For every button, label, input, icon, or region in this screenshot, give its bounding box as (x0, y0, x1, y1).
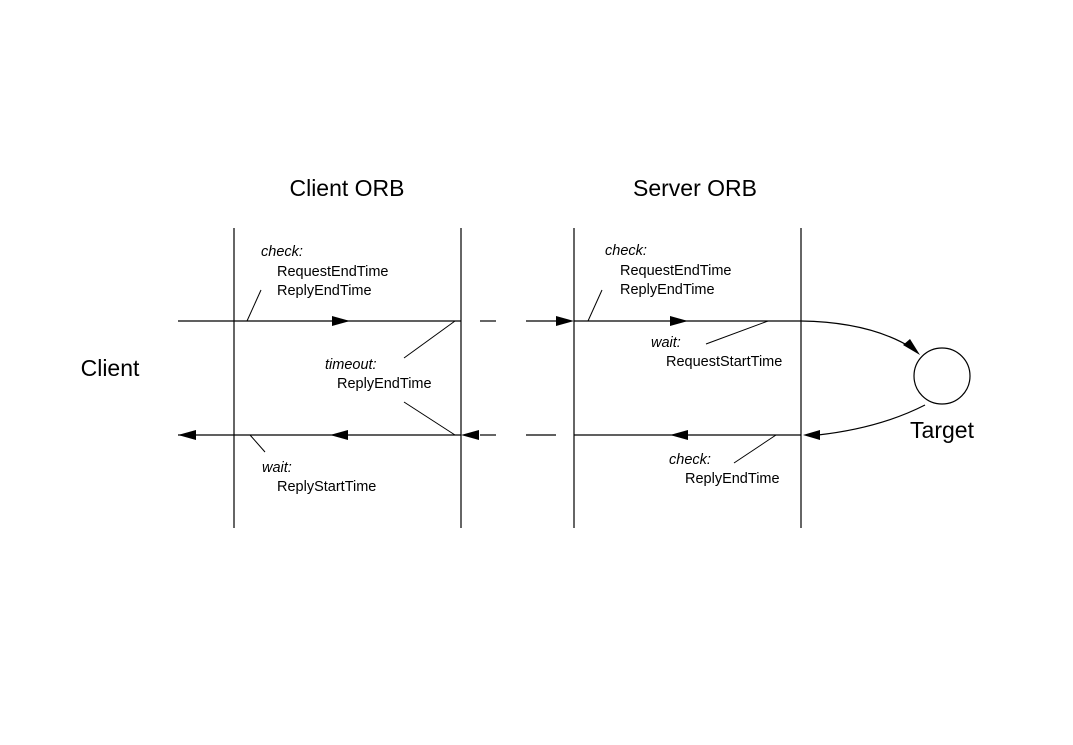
reply-arrowhead-client (330, 430, 348, 440)
leader-client-timeout-bottom (403, 401, 456, 436)
leader-client-request (246, 289, 262, 322)
leader-server-reply (733, 434, 777, 464)
leader-server-request-wait (705, 320, 769, 345)
annotation-line: ReplyEndTime (620, 282, 715, 298)
client-request-annotation: check: RequestEndTime ReplyEndTime (261, 244, 389, 299)
server-request-check-annotation: check: RequestEndTime ReplyEndTime (605, 243, 732, 298)
annotation-line: RequestEndTime (277, 264, 389, 280)
target-circle (913, 347, 971, 405)
request-arrowhead-server-entry (556, 316, 574, 326)
reply-arrowhead-server (670, 430, 688, 440)
request-path (178, 316, 920, 355)
annotation-keyword: check: (605, 243, 647, 259)
annotation-keyword: check: (669, 452, 711, 468)
client-reply-annotation: wait: ReplyStartTime (262, 460, 376, 495)
reply-arrowhead-end (178, 430, 196, 440)
annotation-keyword: wait: (262, 460, 292, 476)
request-arrowhead-server (670, 316, 688, 326)
annotation-line: ReplyStartTime (277, 479, 376, 495)
target-label: Target (910, 417, 975, 443)
client-orb-header: Client ORB (289, 175, 404, 201)
annotation-keyword: check: (261, 244, 303, 260)
request-arrowhead-target (903, 339, 920, 355)
annotation-line: RequestStartTime (666, 354, 782, 370)
client-label: Client (81, 355, 140, 381)
server-reply-annotation: check: ReplyEndTime (669, 452, 780, 487)
annotation-keyword: timeout: (325, 357, 377, 373)
request-arrowhead-client (332, 316, 350, 326)
server-orb-header: Server ORB (633, 175, 757, 201)
client-timeout-annotation: timeout: ReplyEndTime (325, 357, 432, 392)
leader-client-reply (249, 434, 266, 453)
reply-path (178, 404, 926, 440)
annotation-line: RequestEndTime (620, 263, 732, 279)
annotation-line: ReplyEndTime (277, 283, 372, 299)
annotation-keyword: wait: (651, 335, 681, 351)
server-request-wait-annotation: wait: RequestStartTime (651, 335, 782, 370)
annotation-line: ReplyEndTime (337, 376, 432, 392)
annotation-line: ReplyEndTime (685, 471, 780, 487)
leader-client-timeout-top (403, 320, 456, 359)
reply-arrowhead-server-entry (803, 430, 820, 440)
reply-arrowhead-client-entry (461, 430, 479, 440)
leader-server-request-check (587, 289, 603, 322)
